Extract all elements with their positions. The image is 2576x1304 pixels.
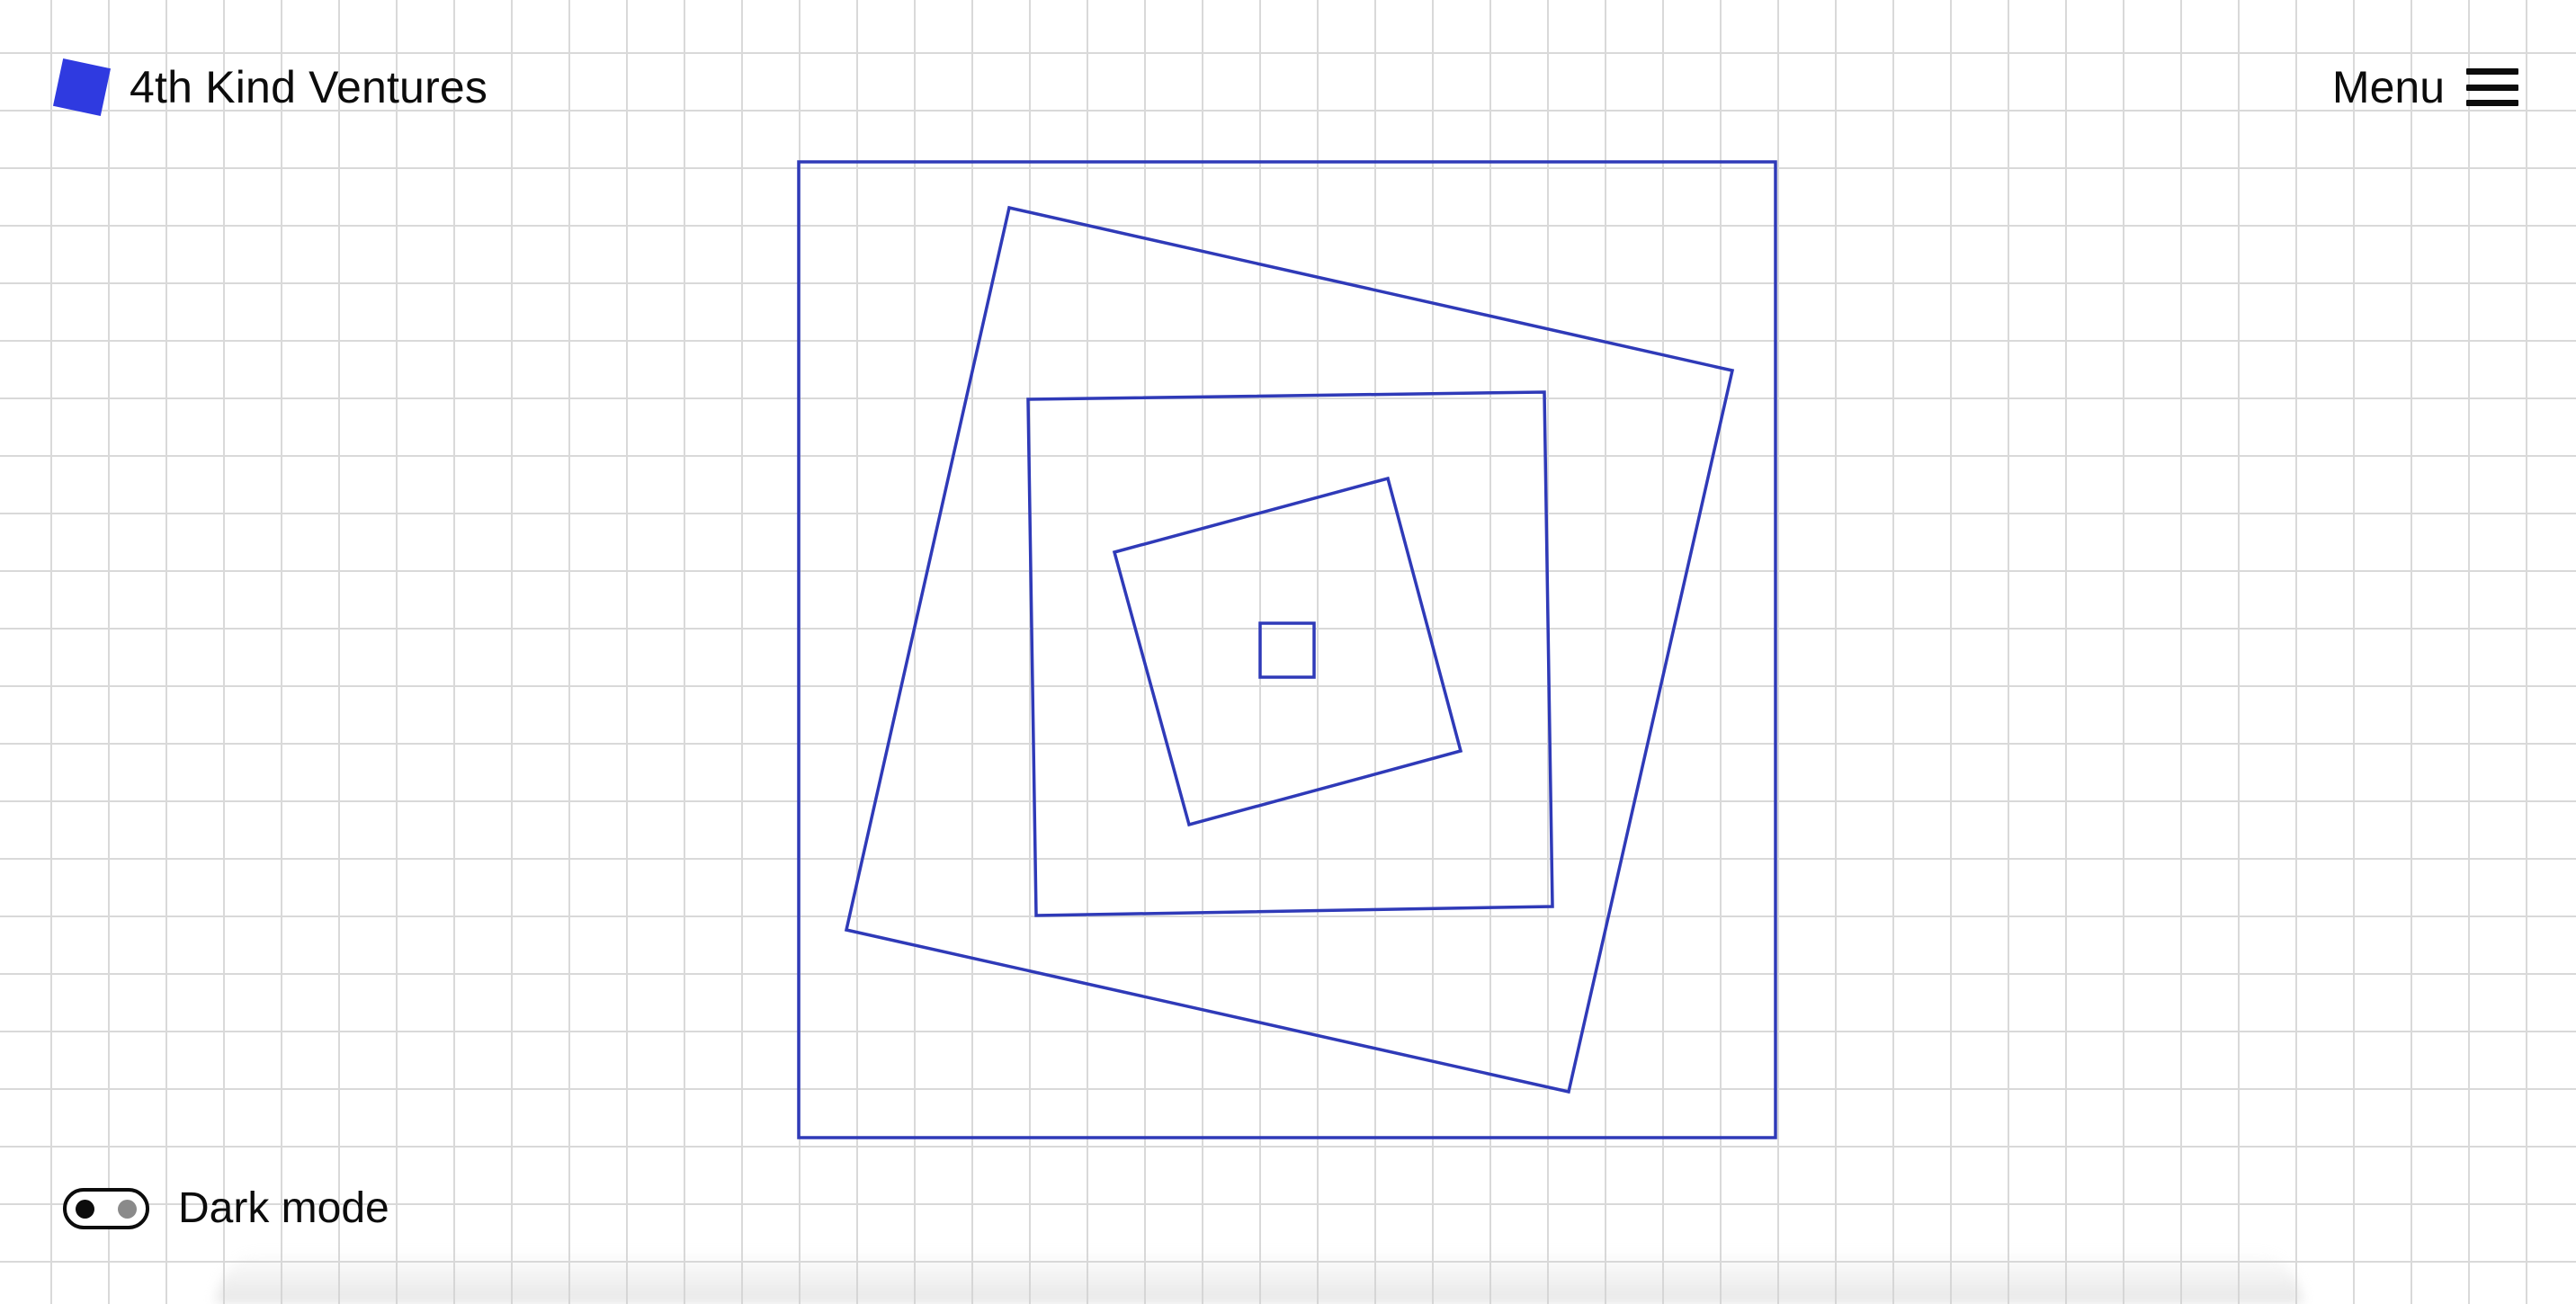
menu-label: Menu	[2331, 62, 2445, 112]
toggle-switch-icon[interactable]	[63, 1188, 149, 1229]
square-medium	[1026, 390, 1554, 917]
brand-name: 4th Kind Ventures	[130, 62, 488, 112]
menu-button[interactable]: Menu	[2332, 58, 2518, 117]
bottom-panel-shadow	[216, 1250, 2303, 1304]
hamburger-icon	[2466, 68, 2518, 106]
center-square	[1258, 621, 1316, 679]
rotated-square-large	[844, 205, 1735, 1094]
hero-squares-illustration	[797, 160, 1777, 1139]
brand-home-link[interactable]: 4th Kind Ventures	[52, 58, 488, 117]
rotated-square-small	[1112, 476, 1463, 827]
dark-mode-toggle[interactable]: Dark mode	[63, 1182, 389, 1236]
toggle-knob	[76, 1200, 94, 1219]
toggle-off-indicator	[118, 1200, 137, 1219]
brand-logo-icon	[52, 58, 112, 117]
dark-mode-label: Dark mode	[178, 1184, 389, 1232]
site-header: 4th Kind Ventures Menu	[0, 0, 2576, 176]
outer-square	[797, 160, 1777, 1139]
